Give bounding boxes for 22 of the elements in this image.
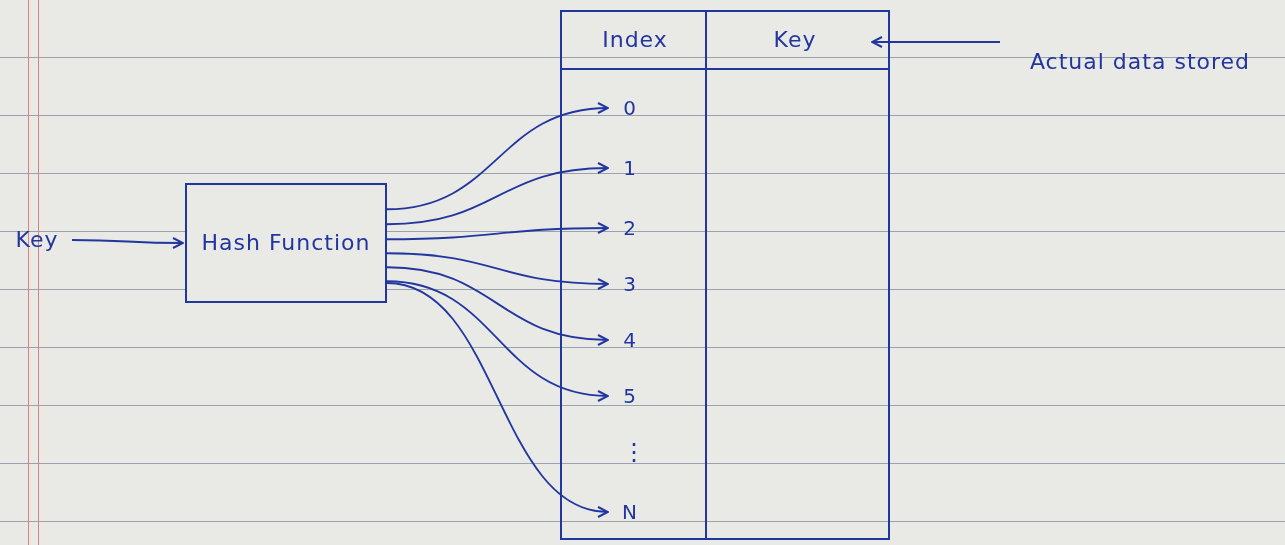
arrow [871, 36, 1001, 48]
ellipsis-label: ⋮ [622, 440, 646, 464]
node-text: Key [720, 18, 870, 62]
process-box: Hash Function [185, 183, 387, 303]
node-text: 0 [610, 92, 650, 124]
node-text: Key [2, 222, 72, 258]
node-text: 1 [610, 152, 650, 184]
arrow [386, 280, 609, 402]
arrow [386, 252, 609, 290]
arrow [386, 222, 609, 241]
node-text: 3 [610, 268, 650, 300]
arrow [386, 102, 609, 211]
arrow [71, 236, 184, 249]
node-text: 5 [610, 380, 650, 412]
node-text: Actual data stored [1000, 22, 1280, 102]
arrow [386, 266, 609, 346]
node-text: Index [570, 18, 700, 62]
node-text: 2 [610, 212, 650, 244]
node-text: N [610, 496, 650, 528]
arrow [386, 282, 609, 517]
node-text: 4 [610, 324, 650, 356]
arrow [386, 162, 609, 226]
